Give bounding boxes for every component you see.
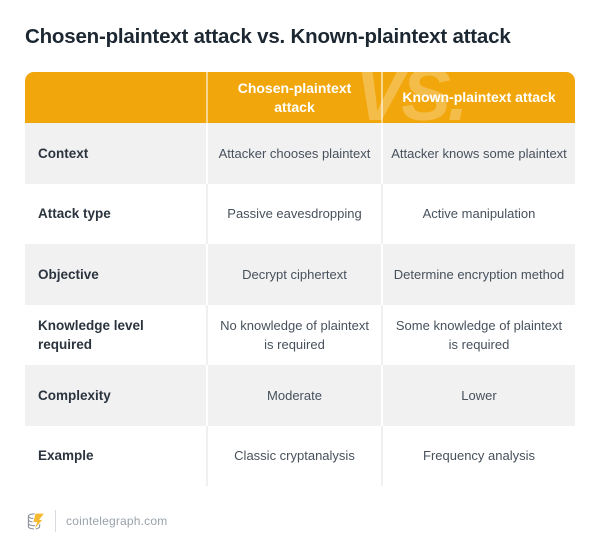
table-row-attack-type: Attack type Passive eavesdropping Active… <box>25 183 575 244</box>
row-known-value: Attacker knows some plaintext <box>381 123 575 184</box>
header-known-plaintext: Known-plaintext attack <box>381 72 575 123</box>
row-chosen-value: Moderate <box>206 365 381 426</box>
row-known-value: Active manipulation <box>381 183 575 244</box>
footer-brand-bar: cointelegraph.com <box>27 509 167 533</box>
row-chosen-value: Attacker chooses plaintext <box>206 123 381 184</box>
row-known-value: Frequency analysis <box>381 425 575 486</box>
page-title: Chosen-plaintext attack vs. Known-plaint… <box>25 25 511 48</box>
table-row-knowledge-level: Knowledge level required No knowledge of… <box>25 304 575 365</box>
row-known-value: Some knowledge of plaintext is required <box>381 304 575 365</box>
row-label: Complexity <box>38 387 111 403</box>
row-known-value: Lower <box>381 365 575 426</box>
cointelegraph-coin-bolt-icon <box>27 512 46 531</box>
row-known-value: Determine encryption method <box>381 244 575 305</box>
row-chosen-value: Decrypt ciphertext <box>206 244 381 305</box>
row-label: Example <box>38 448 94 464</box>
row-chosen-value: Passive eavesdropping <box>206 183 381 244</box>
row-chosen-value: No knowledge of plaintext is required <box>206 304 381 365</box>
table-row-complexity: Complexity Moderate Lower <box>25 365 575 426</box>
row-chosen-value: Classic cryptanalysis <box>206 425 381 486</box>
comparison-table: Chosen-plaintext attack Known-plaintext … <box>25 72 575 486</box>
footer-divider <box>55 510 56 532</box>
row-label: Knowledge level required <box>38 317 144 352</box>
row-label: Objective <box>38 266 99 282</box>
row-label: Attack type <box>38 206 111 222</box>
table-row-example: Example Classic cryptanalysis Frequency … <box>25 425 575 486</box>
table-row-objective: Objective Decrypt ciphertext Determine e… <box>25 244 575 305</box>
header-empty-cell <box>25 72 206 123</box>
brand-url-text: cointelegraph.com <box>66 514 168 528</box>
row-label: Context <box>38 145 89 161</box>
table-header-row: Chosen-plaintext attack Known-plaintext … <box>25 72 575 123</box>
header-chosen-plaintext: Chosen-plaintext attack <box>206 72 381 123</box>
table-row-context: Context Attacker chooses plaintext Attac… <box>25 123 575 184</box>
